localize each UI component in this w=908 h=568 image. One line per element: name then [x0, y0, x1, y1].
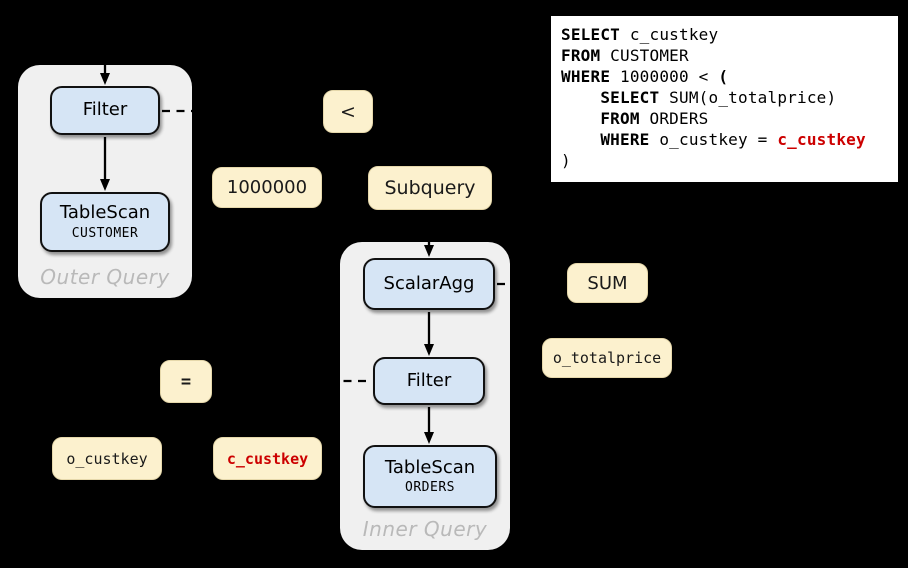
node-inner-tablescan-label: TableScan [384, 456, 476, 478]
sql-code-line: SELECT c_custkey [561, 25, 719, 44]
node-outer-filter-label: Filter [82, 99, 128, 121]
node-outer-filter: Filter [50, 86, 160, 135]
expr-o-custkey: o_custkey [52, 437, 162, 480]
node-inner-tablescan-table: ORDERS [405, 480, 455, 496]
node-outer-tablescan-table: CUSTOMER [71, 225, 139, 241]
expr-constant-1000000: 1000000 [212, 167, 322, 208]
outer-query-label: Outer Query [40, 265, 170, 289]
sql-code-line: WHERE 1000000 < ( [561, 67, 729, 86]
node-scalaragg-label: ScalarAgg [383, 272, 475, 294]
node-inner-tablescan: TableScan ORDERS [363, 445, 497, 508]
expr-c-custkey: c_custkey [213, 437, 322, 480]
expr-less-than: < [323, 90, 373, 133]
sql-code-line: FROM ORDERS [600, 109, 709, 128]
inner-query-label: Inner Query [362, 517, 488, 541]
node-inner-filter: Filter [373, 357, 485, 405]
expr-o-totalprice: o_totalprice [542, 338, 672, 378]
sql-code-line: ) [561, 151, 571, 170]
sql-code-line: SELECT SUM(o_totalprice) [600, 88, 837, 107]
sql-code-line: FROM CUSTOMER [561, 46, 689, 65]
node-outer-tablescan-label: TableScan [59, 202, 151, 224]
sql-code-line: WHERE o_custkey = c_custkey [600, 130, 866, 149]
expr-equals: = [160, 360, 212, 403]
expr-sum: SUM [567, 263, 648, 303]
node-inner-filter-label: Filter [406, 369, 452, 391]
expr-subquery: Subquery [368, 166, 492, 210]
node-outer-tablescan: TableScan CUSTOMER [40, 192, 170, 252]
node-scalaragg: ScalarAgg [363, 258, 495, 310]
